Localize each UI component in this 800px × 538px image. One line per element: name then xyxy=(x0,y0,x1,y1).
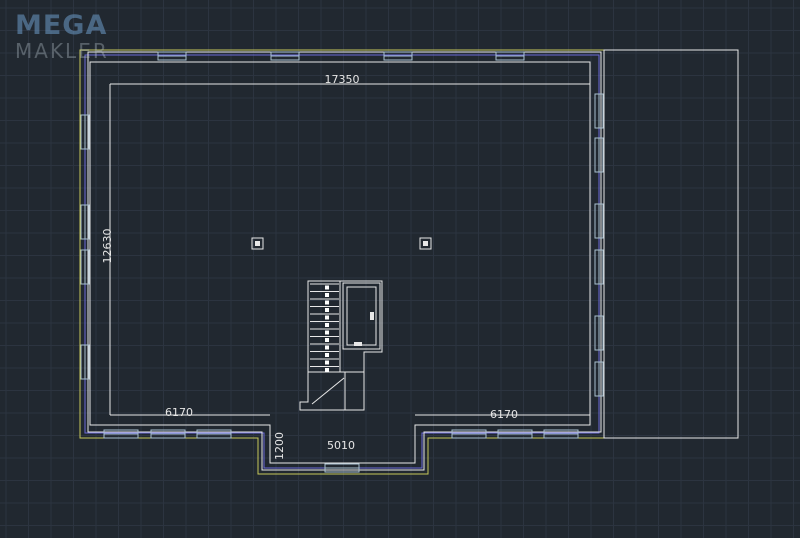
stair-marker xyxy=(325,345,329,350)
window-right xyxy=(594,137,604,173)
column-right xyxy=(419,237,432,250)
window-left xyxy=(80,344,90,380)
stair-marker xyxy=(325,323,329,327)
inner-wall xyxy=(89,61,591,464)
window-bottom-left xyxy=(150,429,186,439)
window-right xyxy=(594,203,604,239)
window-left xyxy=(80,249,90,285)
dimension-bottom-left: 6170 xyxy=(165,406,193,419)
stair-marker xyxy=(325,285,329,290)
stair-marker xyxy=(325,308,329,312)
window-top xyxy=(495,51,525,61)
watermark-line2: MAKLER xyxy=(15,39,109,63)
window-top xyxy=(157,51,187,61)
window-left xyxy=(80,114,90,150)
dimension-entrance-width: 5010 xyxy=(327,439,355,452)
staircase xyxy=(299,280,383,411)
stair-marker xyxy=(325,368,329,372)
stair-marker xyxy=(325,338,329,342)
inner-trace xyxy=(84,54,600,469)
window-bottom-right xyxy=(497,429,533,439)
outer-wall xyxy=(87,51,602,471)
window-top xyxy=(383,51,413,61)
windows-group xyxy=(80,51,604,473)
dimension-top: 17350 xyxy=(325,73,360,86)
stair-marker xyxy=(325,300,329,305)
window-bottom-right xyxy=(451,429,487,439)
window-entrance xyxy=(324,463,360,473)
stair-marker xyxy=(325,353,329,357)
stair-treads xyxy=(310,283,339,372)
window-right xyxy=(594,93,604,129)
stair-marker xyxy=(325,360,329,365)
window-bottom-left xyxy=(196,429,232,439)
dimension-bottom-right: 6170 xyxy=(490,408,518,421)
window-bottom-left xyxy=(103,429,139,439)
stair-marker xyxy=(325,293,329,297)
window-bottom-right xyxy=(543,429,579,439)
stair-marker xyxy=(325,330,329,335)
adjacent-area xyxy=(603,49,739,439)
window-right xyxy=(594,315,604,351)
stair-marker xyxy=(325,315,329,320)
window-right xyxy=(594,249,604,285)
watermark-logo: MEGA MAKLER xyxy=(15,12,109,61)
dimension-entrance-depth: 1200 xyxy=(273,432,286,460)
watermark-line1: MEGA xyxy=(15,10,108,41)
column-left xyxy=(251,237,264,250)
window-left xyxy=(80,204,90,240)
dimension-left: 12630 xyxy=(101,229,114,264)
window-right xyxy=(594,361,604,397)
window-top xyxy=(270,51,300,61)
